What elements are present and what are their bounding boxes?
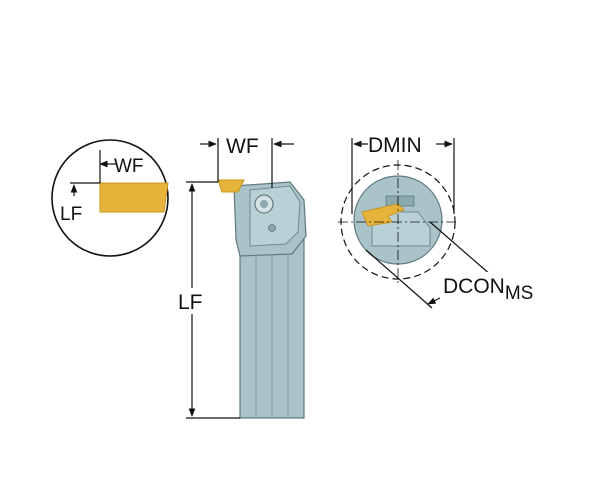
dmin-label: DMIN: [368, 134, 422, 157]
detail-wf-label: WF: [114, 156, 144, 177]
tool-insert: [217, 179, 245, 193]
lf-label: LF: [178, 291, 203, 314]
dcon-label: DCONMS: [443, 275, 533, 304]
dcon-subscript: MS: [505, 283, 534, 304]
tool-end-view: DMIN DCONMS: [338, 132, 554, 309]
detail-view: WF LF: [51, 139, 169, 257]
detail-insert: [99, 182, 169, 213]
detail-lf-label: LF: [60, 204, 82, 225]
wf-label: WF: [226, 135, 259, 158]
tool-side-view: WF LF: [176, 135, 307, 419]
